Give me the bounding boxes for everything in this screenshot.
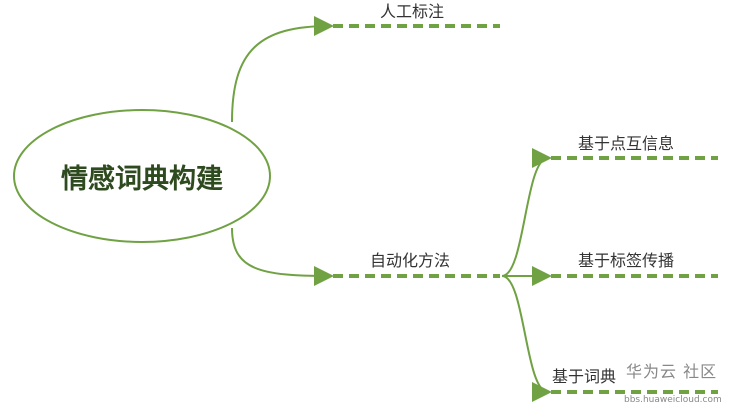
node-manual-annotation[interactable]: 人工标注 — [380, 2, 445, 21]
connector-manual — [231, 16, 334, 123]
root-node[interactable]: 情感词典构建 — [61, 163, 223, 195]
connector-dict — [501, 275, 552, 402]
connector-pmi — [501, 148, 552, 277]
node-pmi[interactable]: 基于点互信息 — [578, 134, 675, 153]
node-label-propagation[interactable]: 基于标签传播 — [578, 251, 675, 270]
node-dictionary[interactable]: 基于词典 — [552, 367, 617, 386]
root-node-shape — [13, 109, 271, 243]
watermark-url: bbs.huaweicloud.com — [624, 395, 722, 405]
connector-auto — [231, 227, 334, 286]
watermark-name: 华为云 社区 — [626, 362, 718, 381]
node-automated-method[interactable]: 自动化方法 — [370, 251, 451, 270]
